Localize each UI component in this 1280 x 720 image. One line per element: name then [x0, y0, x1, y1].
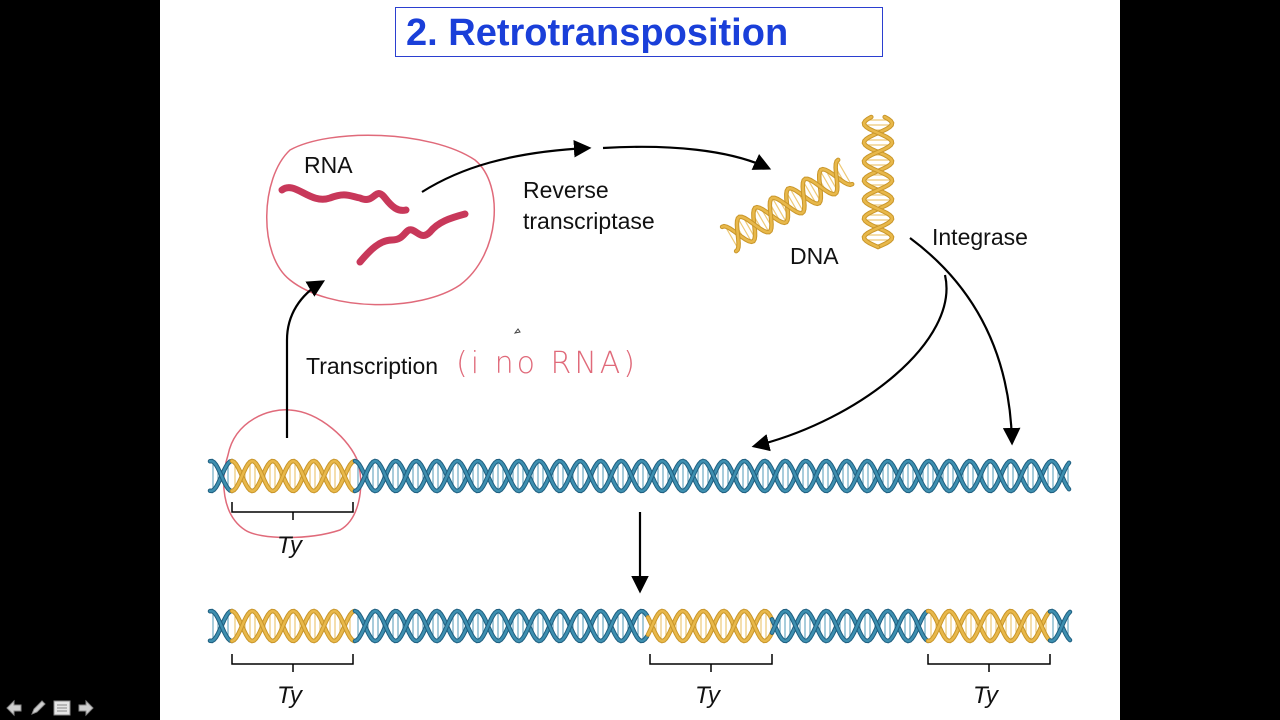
helix-backbone — [353, 459, 1071, 493]
rna-label: RNA — [304, 152, 353, 178]
ty-annotation-circle — [223, 409, 362, 539]
helix-rung — [819, 170, 835, 195]
transcription-arrow — [285, 280, 326, 438]
ty-bracket-top — [231, 502, 354, 520]
helix-backbone — [230, 459, 356, 493]
handwritten-annotation: (i no RNA) — [456, 346, 638, 381]
helix-rung — [771, 197, 787, 223]
helix-backbone — [208, 459, 234, 493]
rna-strand-1 — [278, 184, 410, 214]
pen-icon[interactable] — [28, 698, 48, 718]
integrase-arrow-right — [909, 237, 1021, 446]
helix-backbone — [926, 609, 1052, 643]
ty-bracket-bottom-1 — [231, 654, 354, 672]
ty-label-top: Ty — [277, 532, 302, 559]
helix-rung — [737, 217, 753, 243]
dna-label: DNA — [790, 243, 839, 269]
helix-rung — [807, 178, 821, 202]
helix-backbone — [208, 609, 234, 643]
helix-backbone — [862, 115, 894, 249]
helix-backbone — [1048, 610, 1072, 643]
integrase-label: Integrase — [932, 224, 1028, 250]
retrotransposition-diagram — [207, 114, 1073, 672]
pen-mark — [513, 328, 521, 334]
helix-backbone — [862, 115, 894, 249]
helix-backbone — [353, 609, 649, 643]
integrase-arrow-left — [751, 274, 948, 452]
rna-annotation-circle — [266, 134, 495, 306]
helix-backbone — [770, 609, 930, 643]
helix-backbone — [353, 459, 1071, 493]
helix-backbone — [230, 609, 356, 643]
rt-arrow-2 — [602, 145, 772, 170]
ty-label-bottom-2: Ty — [695, 682, 720, 709]
title-box: 2. Retrotransposition — [395, 7, 883, 57]
helix-rung — [836, 160, 852, 185]
helix-backbone — [646, 609, 774, 643]
host-dna-helix-top — [207, 458, 1072, 494]
helix-backbone — [646, 609, 774, 643]
host-dna-helix-bottom — [207, 608, 1073, 644]
ty-bracket-bottom-3 — [927, 654, 1051, 672]
helix-backbone — [230, 609, 356, 643]
page-title: 2. Retrotransposition — [406, 12, 789, 54]
helix-rung — [754, 207, 770, 233]
ty-label-bottom-1: Ty — [277, 682, 302, 709]
helix-backbone — [230, 459, 356, 493]
forward-arrow-icon[interactable] — [76, 698, 96, 718]
dna-helix-diagonal — [719, 157, 855, 254]
helix-backbone — [1048, 609, 1072, 642]
helix-backbone — [734, 158, 840, 253]
rt-arrow-1 — [421, 139, 592, 193]
helix-rung — [789, 187, 804, 213]
helix-rung — [802, 181, 817, 204]
helix-backbone — [926, 609, 1052, 643]
transcription-label: Transcription — [306, 353, 439, 379]
ty-bracket-bottom-2 — [649, 654, 773, 672]
menu-icon[interactable] — [52, 698, 72, 718]
helix-backbone — [353, 609, 649, 643]
back-arrow-icon[interactable] — [4, 698, 24, 718]
ty-label-bottom-3: Ty — [973, 682, 998, 709]
helix-backbone — [770, 609, 930, 643]
slide: 2. Retrotransposition RNA Reverse transc… — [160, 0, 1120, 720]
reverse-transcriptase-label: Reverse transcriptase — [523, 177, 655, 235]
rna-strand-2 — [356, 210, 469, 266]
dna-helix-vertical — [861, 114, 895, 250]
helix-rung — [724, 226, 739, 249]
